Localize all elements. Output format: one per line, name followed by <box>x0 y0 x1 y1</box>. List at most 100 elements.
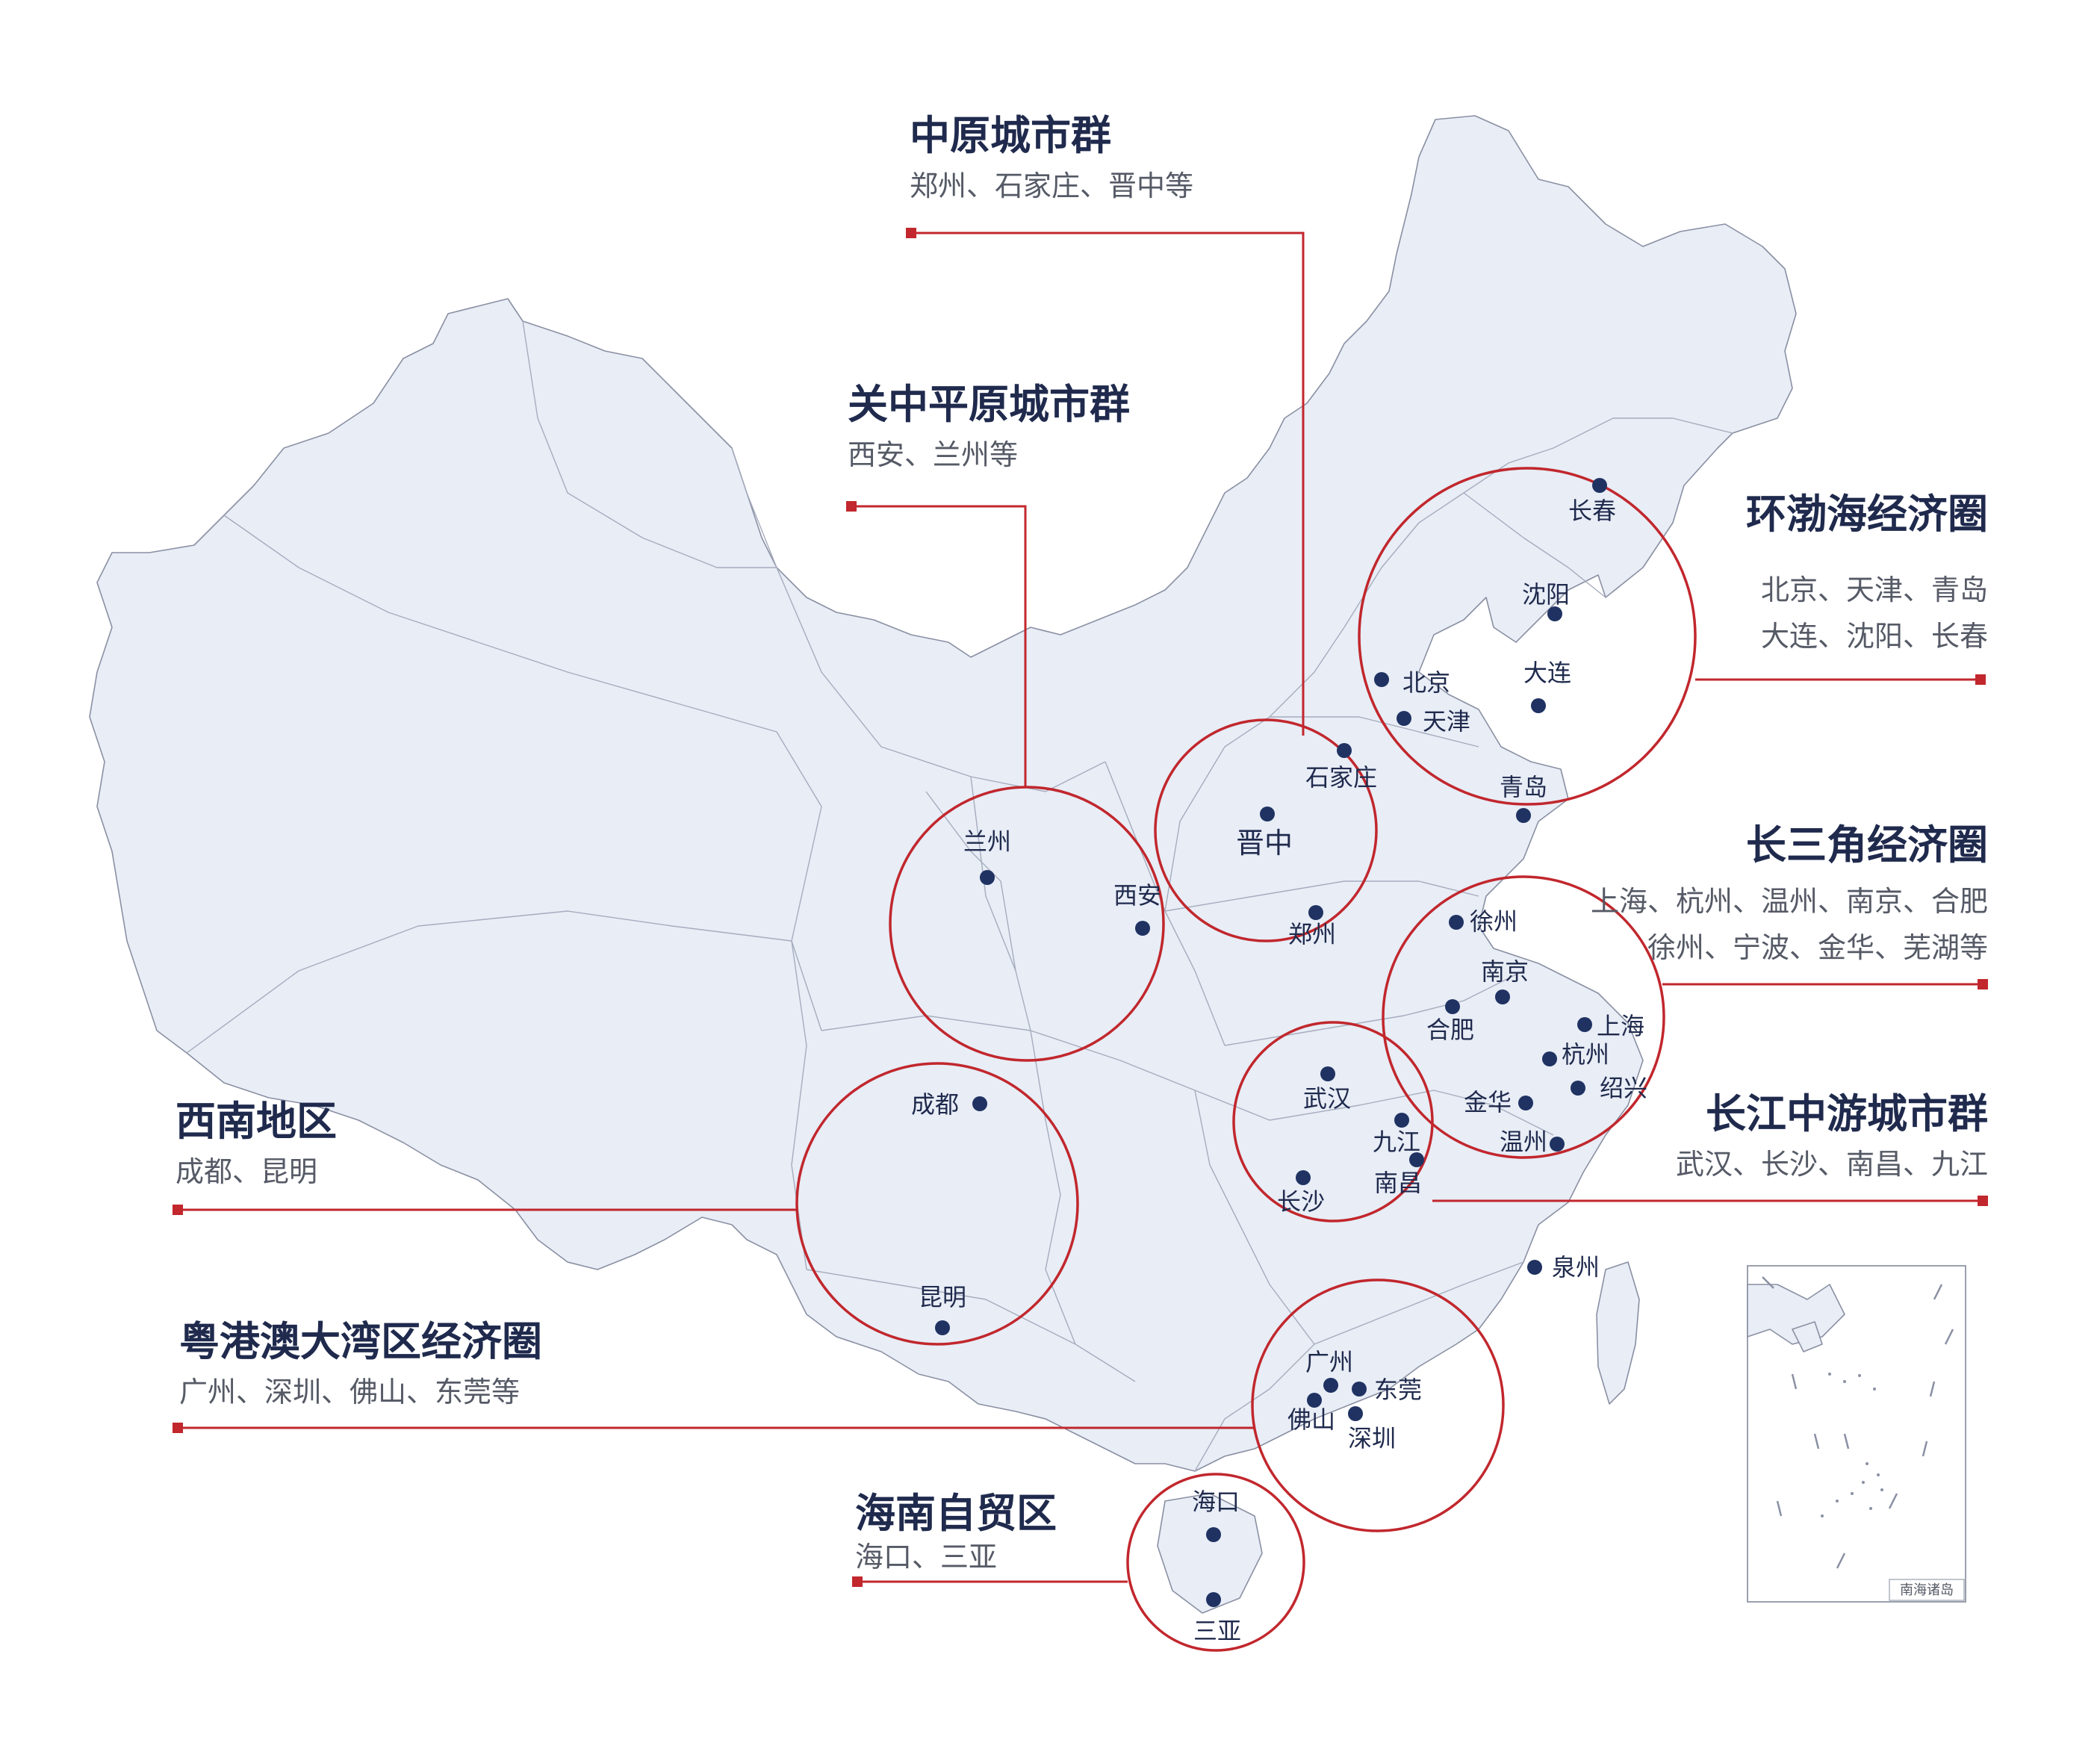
city-label-jinzhong: 晋中 <box>1236 827 1293 860</box>
city-dot-chengdu <box>972 1096 987 1111</box>
circle-guanzhong <box>889 786 1165 1062</box>
city-label-nanjing: 南京 <box>1481 957 1529 986</box>
city-label-quanzhou: 泉州 <box>1552 1253 1600 1281</box>
leader-guanzhong <box>851 505 1027 788</box>
region-title: 长三角经济圈 <box>1746 821 1988 869</box>
inset-caption: 南海诸岛 <box>1900 1582 1954 1598</box>
region-subtitle: 海口、三亚 <box>855 1541 997 1573</box>
city-dot-dalian <box>1531 698 1546 713</box>
circle-zhongyuan <box>1154 718 1378 942</box>
region-labels: 中原城市群 郑州、石家庄、晋中等 关中平原城市群 西安、兰州等 环渤海经济圈 北… <box>175 112 1988 1573</box>
city-dot-xuzhou <box>1449 915 1464 930</box>
city-dot-changchun <box>1592 478 1607 493</box>
city-label-qingdao: 青岛 <box>1500 773 1547 801</box>
city-label-xuzhou: 徐州 <box>1470 907 1517 936</box>
city-label-sanya: 三亚 <box>1193 1617 1241 1645</box>
city-dot-nanjing <box>1495 989 1510 1004</box>
region-hainan: 海南自贸区 海口、三亚 <box>855 1490 1057 1573</box>
city-dot-shijiazhuang <box>1337 743 1352 758</box>
city-label-shijiazhuang: 石家庄 <box>1305 763 1377 792</box>
city-dot-sanya <box>1206 1592 1221 1607</box>
region-title: 长江中游城市群 <box>1706 1090 1988 1137</box>
circle-gba <box>1251 1278 1505 1532</box>
leader-zhongyuan <box>911 232 1305 736</box>
city-label-jiujiang: 九江 <box>1373 1128 1420 1156</box>
circle-bohai <box>1358 467 1697 806</box>
china-landmass <box>89 115 1797 1614</box>
city-dot-changsha <box>1296 1170 1311 1185</box>
city-dot-shenzhen <box>1348 1406 1363 1421</box>
city-dot-wuhan <box>1320 1066 1335 1081</box>
city-dot-haikou <box>1206 1527 1221 1542</box>
city-dot-nanchang <box>1409 1152 1424 1167</box>
city-label-beijing: 北京 <box>1402 668 1450 697</box>
region-title: 中原城市群 <box>910 112 1111 159</box>
taiwan-island <box>1596 1261 1640 1405</box>
leader-lines <box>173 228 1988 1587</box>
circle-hainan <box>1126 1473 1305 1652</box>
city-label-shaoxing: 绍兴 <box>1600 1074 1647 1102</box>
city-dot-hangzhou <box>1542 1051 1557 1066</box>
city-label-dongguan: 东莞 <box>1374 1376 1422 1404</box>
region-subtitle-line-2: 大连、沈阳、长春 <box>1761 620 1988 653</box>
city-label-wuhan: 武汉 <box>1303 1084 1351 1113</box>
region-xinan: 西南地区 成都、昆明 <box>175 1098 337 1188</box>
city-dot-guangzhou <box>1323 1378 1338 1393</box>
hainan-island <box>1157 1493 1263 1614</box>
city-dot-shanghai <box>1577 1017 1592 1032</box>
city-dot-dongguan <box>1352 1382 1367 1396</box>
city-label-changchun: 长春 <box>1568 497 1616 525</box>
city-dot-shaoxing <box>1571 1081 1585 1096</box>
region-title: 粤港澳大湾区经济圈 <box>179 1318 542 1365</box>
region-title: 环渤海经济圈 <box>1746 491 1988 538</box>
dashed-boundary <box>1762 1276 1954 1569</box>
region-guanzhong: 关中平原城市群 西安、兰州等 <box>848 381 1130 471</box>
city-dot-xian <box>1135 921 1150 936</box>
circle-yrd <box>1382 875 1665 1159</box>
south-china-sea-inset: 南海诸岛 <box>1747 1265 1966 1603</box>
city-dot-hefei <box>1445 999 1460 1014</box>
city-label-foshan: 佛山 <box>1287 1405 1335 1434</box>
cluster-circles <box>795 467 1697 1652</box>
city-dot-zhengzhou <box>1308 905 1323 920</box>
city-dot-shenyang <box>1547 606 1562 621</box>
city-label-hefei: 合肥 <box>1426 1016 1474 1044</box>
region-changjiang: 长江中游城市群 武汉、长沙、南昌、九江 <box>1676 1090 1988 1181</box>
city-label-zhengzhou: 郑州 <box>1288 920 1336 948</box>
region-title: 海南自贸区 <box>855 1490 1057 1537</box>
city-dot-lanzhou <box>980 870 995 885</box>
region-subtitle-line-1: 上海、杭州、温州、南京、合肥 <box>1591 885 1988 918</box>
city-label-jinhua: 金华 <box>1464 1088 1512 1116</box>
province-boundaries <box>186 320 1733 1472</box>
city-label-tianjin: 天津 <box>1423 707 1470 736</box>
city-label-guangzhou: 广州 <box>1305 1348 1353 1376</box>
city-label-chengdu: 成都 <box>911 1090 959 1119</box>
city-dot-foshan <box>1307 1393 1322 1408</box>
region-subtitle: 武汉、长沙、南昌、九江 <box>1676 1148 1988 1181</box>
region-subtitle-line-2: 徐州、宁波、金华、芜湖等 <box>1647 931 1988 964</box>
city-label-shanghai: 上海 <box>1597 1012 1644 1040</box>
city-label-kunming: 昆明 <box>919 1283 966 1311</box>
region-subtitle-line-1: 北京、天津、青岛 <box>1761 574 1988 606</box>
circle-changjiang <box>1232 1021 1434 1222</box>
city-label-shenzhen: 深圳 <box>1348 1424 1396 1452</box>
region-zhongyuan: 中原城市群 郑州、石家庄、晋中等 <box>910 112 1193 202</box>
city-dot-jiujiang <box>1394 1113 1409 1128</box>
city-label-xian: 西安 <box>1113 881 1161 910</box>
city-label-wenzhou: 温州 <box>1500 1128 1547 1156</box>
city-dot-jinzhong <box>1260 807 1275 821</box>
city-label-hangzhou: 杭州 <box>1562 1040 1609 1069</box>
region-subtitle: 西安、兰州等 <box>848 438 1018 471</box>
region-title: 关中平原城市群 <box>848 381 1130 428</box>
region-subtitle: 广州、深圳、佛山、东莞等 <box>179 1376 520 1408</box>
city-dot-tianjin <box>1397 711 1411 726</box>
city-dot-jinhua <box>1518 1096 1533 1110</box>
city-markers: 长春 沈阳 大连 北京 天津 青岛 石家庄 晋中 郑州 兰州 西安 徐州 南京 … <box>911 478 1647 1645</box>
city-label-nanchang: 南昌 <box>1374 1169 1422 1197</box>
region-gba: 粤港澳大湾区经济圈 广州、深圳、佛山、东莞等 <box>179 1318 542 1408</box>
circle-xinan <box>795 1062 1079 1346</box>
city-dot-beijing <box>1374 672 1389 687</box>
region-title: 西南地区 <box>175 1098 337 1145</box>
region-bohai: 环渤海经济圈 北京、天津、青岛 大连、沈阳、长春 <box>1746 491 1988 653</box>
